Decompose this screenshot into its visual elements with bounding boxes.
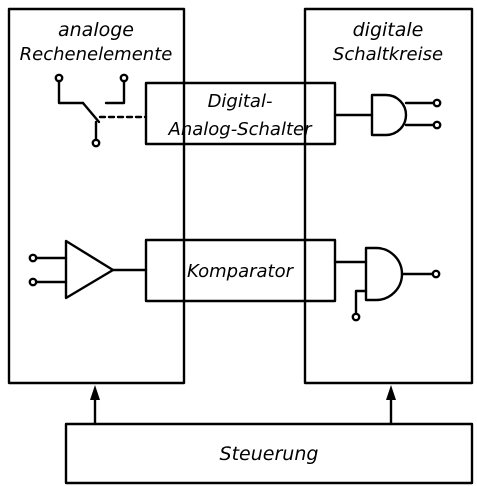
switch-block-label-line1: Digital-: [208, 91, 273, 112]
and-gate-icon: [333, 93, 442, 137]
analog-block-title-line2: Rechenelemente: [20, 44, 173, 65]
digital-circuits-block: [303, 7, 474, 385]
amplifier-triangle-icon: [28, 239, 148, 300]
switch-icon: [54, 73, 148, 148]
digital-block-title-line2: Schaltkreise: [333, 44, 443, 65]
control-label: Steuerung: [220, 443, 319, 465]
digital-analog-switch-block: [144, 81, 337, 146]
comparator-and-gate-icon: [333, 246, 441, 322]
analog-elements-block: [7, 7, 186, 385]
analog-block-title-line1: analoge: [58, 19, 134, 41]
comparator-label: Komparator: [187, 261, 295, 282]
switch-block-label-line2: Analog-Schalter: [168, 119, 314, 140]
control-block: [64, 422, 474, 485]
arrow-up-icon: [90, 385, 396, 426]
digital-block-title-line1: digitale: [353, 19, 424, 41]
